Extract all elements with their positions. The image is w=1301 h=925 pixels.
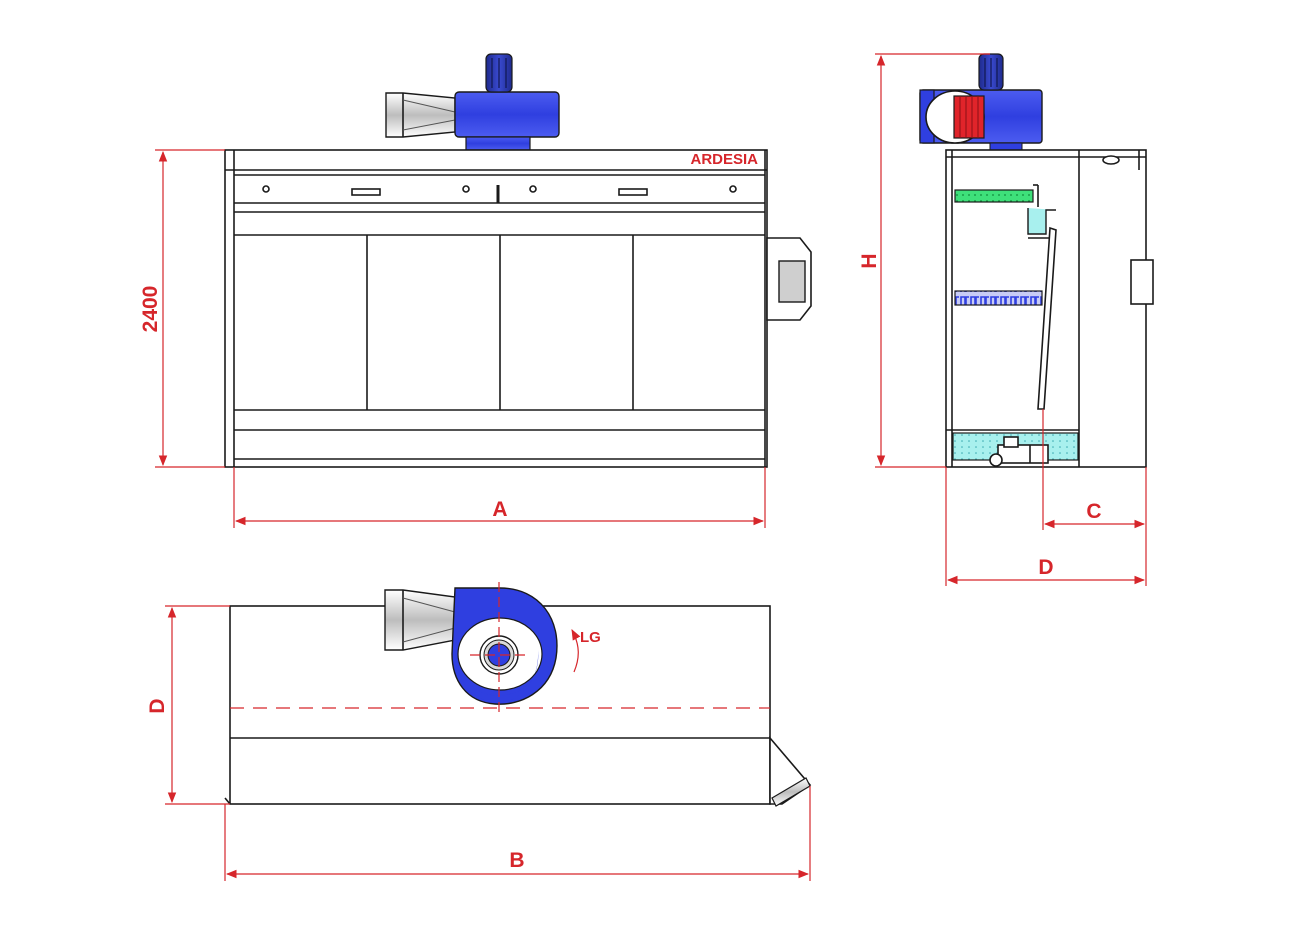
front-width-dimension: A — [233, 467, 766, 528]
side-baffle — [1037, 226, 1057, 410]
front-panel-fixings — [262, 185, 737, 196]
top-depth-dimension: D — [146, 605, 230, 805]
top-depth-label: D — [146, 698, 169, 713]
front-booth-body — [224, 149, 768, 468]
side-view: H C D — [858, 53, 1154, 586]
side-height-dimension: H — [858, 53, 990, 468]
side-depth-label: D — [1038, 556, 1053, 579]
side-handle — [1130, 259, 1154, 305]
top-rotation-label: LG — [580, 629, 601, 646]
top-width-label: B — [509, 849, 524, 872]
front-fan-base — [465, 136, 531, 151]
side-partial-depth-dimension: C — [1042, 409, 1147, 586]
front-inlet-duct — [385, 92, 456, 138]
front-control-screen — [778, 260, 806, 303]
front-fan-housing — [454, 91, 560, 138]
side-depth-dimension: D — [945, 467, 1146, 586]
top-view: LG D B — [146, 582, 812, 881]
top-width-dimension: B — [224, 786, 811, 881]
side-pump — [989, 436, 1049, 467]
front-fan-assembly — [385, 53, 560, 151]
side-partial-depth-label: C — [1086, 500, 1101, 523]
side-blue-filter — [954, 290, 1043, 306]
front-height-dimension: 2400 — [139, 149, 225, 468]
top-rotation-arrow — [571, 629, 581, 673]
front-view: ARDESIA 2400 A — [139, 53, 812, 528]
brand-label: ARDESIA — [690, 151, 758, 168]
side-height-label: H — [858, 253, 881, 268]
side-motor-red — [953, 95, 985, 139]
top-inlet-duct — [384, 589, 456, 651]
front-height-label: 2400 — [139, 286, 162, 333]
side-green-filter — [954, 189, 1034, 203]
side-water-channel — [1027, 208, 1056, 235]
side-fan-assembly — [919, 53, 1043, 151]
front-width-label: A — [492, 498, 507, 521]
